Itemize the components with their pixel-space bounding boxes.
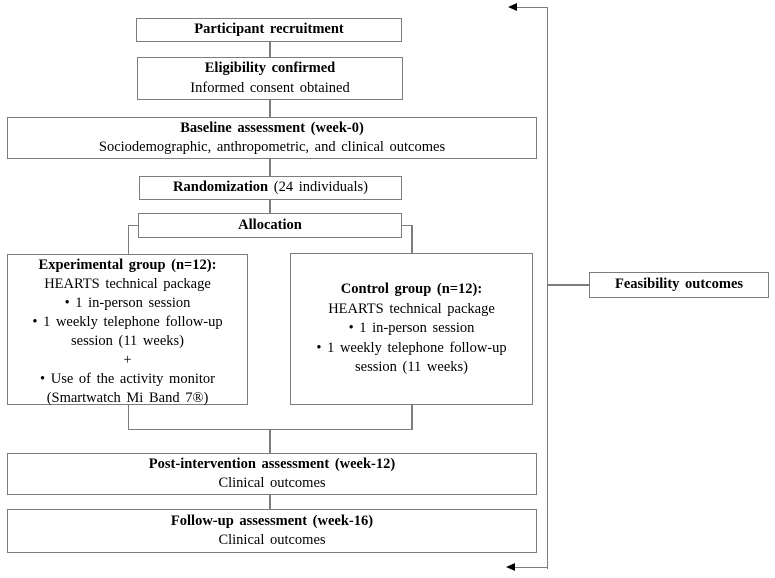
experimental-line: • 1 in-person session (64, 295, 191, 311)
connector-post-followup (269, 494, 271, 510)
feasibility-outcomes-box: Feasibility outcomes (589, 272, 769, 298)
connector-merge-post-intervention (269, 428, 271, 454)
control-line: session (11 weeks) (355, 359, 468, 376)
experimental-line: • Use of the activity monitor (40, 371, 215, 387)
connector-allocation-right-horizontal (401, 224, 413, 226)
experimental-line: (Smartwatch Mi Band 7®) (46, 390, 209, 406)
randomization-line: Randomization (24 individuals) (173, 178, 368, 198)
baseline-title: Baseline assessment (week-0) (180, 119, 364, 136)
post-intervention-box: Post-intervention assessment (week-12) C… (7, 453, 537, 495)
experimental-group-title: Experimental group (n=12): (38, 257, 217, 273)
post-intervention-title: Post-intervention assessment (week-12) (148, 455, 396, 472)
connector-participant-eligibility (269, 41, 271, 58)
baseline-body: Sociodemographic, anthropometric, and cl… (98, 139, 446, 155)
baseline-assessment-box: Baseline assessment (week-0) Sociodemogr… (7, 117, 537, 159)
control-line: • 1 weekly telephone follow-up (316, 339, 507, 356)
experimental-line: + (123, 352, 132, 368)
connector-allocation-control (411, 224, 413, 254)
control-group-box: Control group (n=12): HEARTS technical p… (290, 253, 533, 405)
eligibility-box: Eligibility confirmed Informed consent o… (137, 57, 403, 100)
eligibility-title: Eligibility confirmed (204, 60, 336, 76)
feasibility-loop-vertical-line (546, 6, 548, 569)
allocation-title: Allocation (238, 216, 302, 233)
connector-allocation-left-horizontal (127, 224, 139, 226)
connector-eligibility-baseline (269, 99, 271, 118)
feasibility-outcomes-title: Feasibility outcomes (614, 276, 744, 293)
connector-feasibility-branch (548, 284, 589, 286)
randomization-detail: (24 individuals) (268, 179, 368, 196)
participant-recruitment-box: Participant recruitment (136, 18, 402, 42)
arrowhead-left-bottom-icon (506, 562, 515, 571)
connector-allocation-experimental (127, 224, 129, 255)
follow-up-body: Clinical outcomes (218, 532, 326, 548)
connector-randomization-allocation (269, 199, 271, 214)
follow-up-title: Follow-up assessment (week-16) (170, 512, 374, 529)
connector-control-merge (411, 404, 413, 430)
control-line: HEARTS technical package (328, 300, 495, 317)
follow-up-box: Follow-up assessment (week-16) Clinical … (7, 509, 537, 553)
randomization-box: Randomization (24 individuals) (139, 176, 402, 200)
allocation-box: Allocation (138, 213, 402, 238)
connector-baseline-randomization (269, 158, 271, 177)
arrowhead-left-top-icon (508, 2, 517, 11)
experimental-line: • 1 weekly telephone follow-up (32, 314, 223, 330)
control-line: • 1 in-person session (348, 320, 475, 337)
randomization-title: Randomization (173, 179, 269, 196)
post-intervention-body: Clinical outcomes (218, 475, 326, 491)
experimental-line: session (11 weeks) (71, 333, 184, 349)
feasibility-loop-top-horizontal (516, 6, 548, 8)
feasibility-loop-bottom-horizontal (514, 566, 548, 568)
experimental-line: HEARTS technical package (44, 276, 211, 292)
eligibility-body: Informed consent obtained (190, 79, 350, 96)
participant-recruitment-title: Participant recruitment (194, 21, 344, 38)
experimental-group-box: Experimental group (n=12): HEARTS techni… (7, 254, 248, 406)
connector-experimental-merge (127, 404, 129, 430)
control-group-title: Control group (n=12): (340, 281, 483, 298)
